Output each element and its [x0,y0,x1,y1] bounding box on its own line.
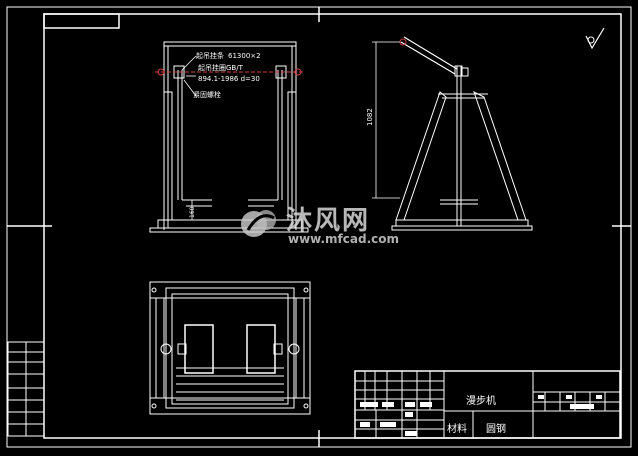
watermark-logo-icon [241,210,276,237]
callout-hanger: 起吊挂条 [196,51,224,60]
callout-ring-spec: 894.1-1986 d=30 [198,75,260,83]
title-block-fills [360,395,602,436]
top-left-box [43,13,120,29]
revision-strip [7,341,45,437]
top-view [149,281,311,415]
callout-ring-std: 起吊挂圈GB/T [198,63,244,72]
drawing-name: 漫步机 [466,396,496,407]
callout-hanger-spec: 61300×2 [228,52,261,60]
watermark-text: 沐风网 [286,206,371,236]
front-view [149,41,309,233]
dim-small-label: 160 [189,206,196,218]
centering-marks [7,7,631,447]
callout-bolt: 紧固螺栓 [193,90,221,99]
roughness-symbol [585,27,605,50]
front-view-callouts: 起吊挂条 61300×2 起吊挂圈GB/T 894.1-1986 d=30 紧固… [189,51,261,218]
watermark: 沐风网 www.mfcad.com [238,200,408,252]
watermark-url: www.mfcad.com [288,232,399,246]
material-value: 圆钢 [486,424,506,435]
dim-height-label: 1082 [366,108,374,126]
material-label: 材料 [447,424,467,435]
title-block [354,370,621,439]
side-view [372,36,533,231]
